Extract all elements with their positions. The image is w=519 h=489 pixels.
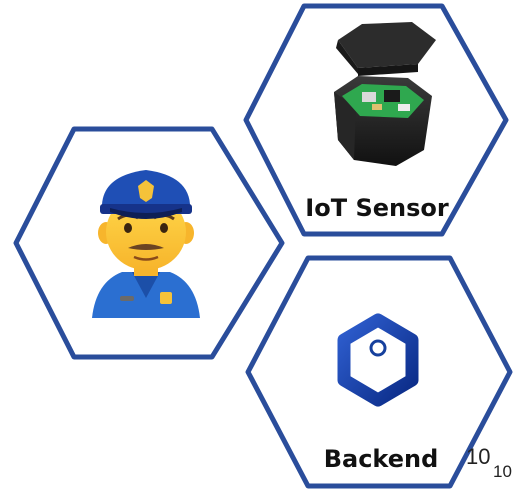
- page-number-small: 10: [493, 462, 512, 481]
- iot-sensor-label: IoT Sensor: [305, 194, 449, 222]
- police-hexagon: [13, 126, 285, 360]
- page-number-large: 10: [466, 444, 491, 469]
- backend-hexagon: Backend: [245, 255, 513, 489]
- iot-sensor-device-icon: [334, 22, 436, 166]
- police-officer-icon: [92, 170, 200, 318]
- iot-sensor-hexagon: IoT Sensor: [243, 3, 509, 237]
- backend-label: Backend: [324, 445, 439, 473]
- backend-hexagon-outline: [245, 255, 513, 489]
- backend-hexagon-logo-icon: [337, 313, 419, 407]
